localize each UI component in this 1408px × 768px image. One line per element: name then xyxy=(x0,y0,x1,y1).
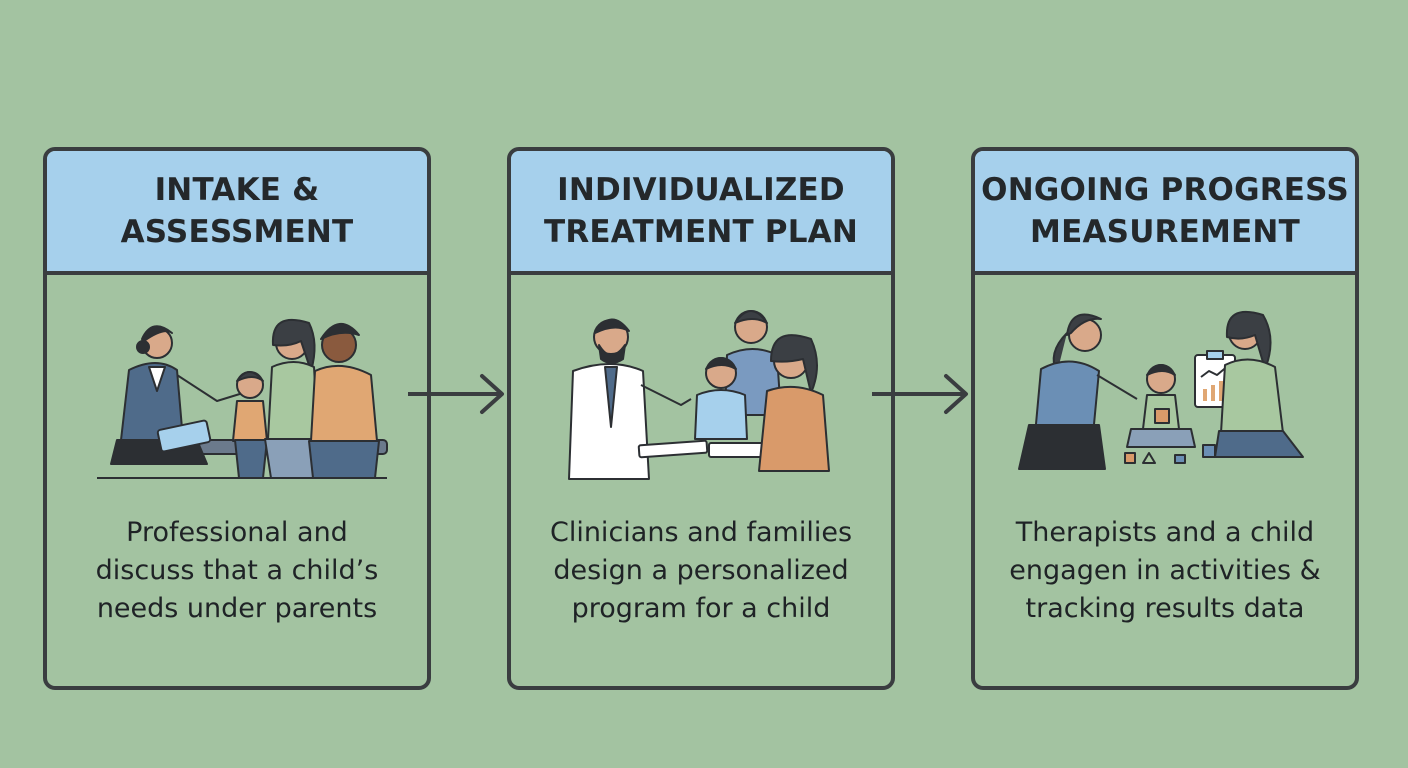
step-card-progress: ONGOING PROGRESS MEASUREMENT xyxy=(971,147,1359,690)
arrow-right-icon xyxy=(408,374,504,414)
treatment-planning-illustration xyxy=(568,310,830,480)
step-description: Professional and discuss that a child’s … xyxy=(95,517,379,624)
intake-meeting-illustration xyxy=(97,318,388,479)
step-description: Clinicians and families design a persona… xyxy=(549,517,853,624)
step-header: ONGOING PROGRESS MEASUREMENT xyxy=(975,151,1355,275)
step-title: INTAKE & ASSESSMENT xyxy=(120,172,354,250)
step-title: INDIVIDUALIZED TREATMENT PLAN xyxy=(543,172,859,250)
step-card-intake: INTAKE & ASSESSMENT xyxy=(43,147,431,690)
step-description: Therapists and a child engagen in activi… xyxy=(1009,517,1321,624)
step-header: INDIVIDUALIZED TREATMENT PLAN xyxy=(511,151,891,275)
step-title: ONGOING PROGRESS MEASUREMENT xyxy=(981,172,1349,250)
arrow-right-icon xyxy=(872,374,968,414)
progress-tracking-illustration xyxy=(1018,310,1304,470)
step-card-treatment-plan: INDIVIDUALIZED TREATMENT PLAN xyxy=(507,147,895,690)
step-header: INTAKE & ASSESSMENT xyxy=(47,151,427,275)
